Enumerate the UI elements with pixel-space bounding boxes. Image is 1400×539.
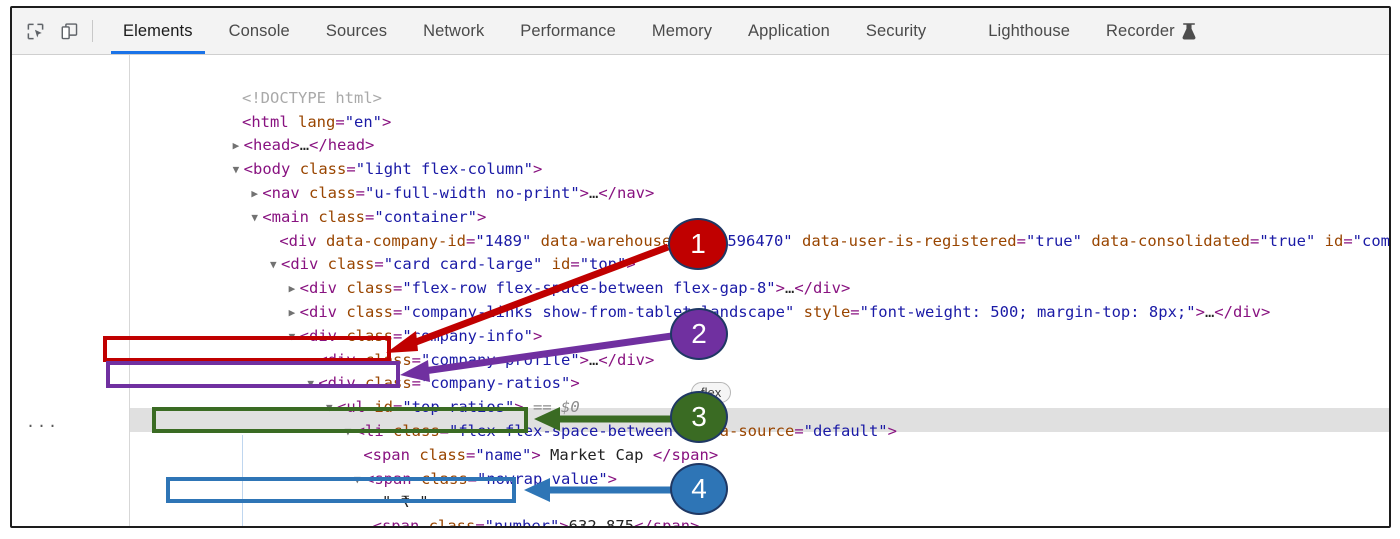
dom-line-head-text: <head>…</head> — [243, 136, 375, 155]
flask-glyph — [1182, 22, 1196, 39]
more-options-ellipsis-button[interactable]: ... — [26, 413, 60, 433]
twisty-collapsed-nav-icon[interactable]: ▶ — [251, 186, 258, 200]
dom-line-company-info-div[interactable]: <div data-company-id="1489" data-warehou… — [130, 206, 1389, 250]
twisty-expanded-ratios-icon[interactable]: ▼ — [307, 377, 314, 391]
dom-line-html[interactable]: <html lang="en"> — [130, 87, 1389, 131]
tab-performance-label: Performance — [520, 21, 616, 40]
tab-network[interactable]: Network — [405, 8, 502, 54]
dom-line-flex-row[interactable]: ▶<div class="flex-row flex-space-between… — [130, 253, 1389, 297]
tab-lighthouse-label: Lighthouse — [988, 21, 1071, 40]
ellipsis-label: ... — [26, 413, 60, 431]
dom-line-rupee-text[interactable]: " ₹ " — [130, 468, 1389, 511]
dom-tree: <!DOCTYPE html> <html lang="en"> ▶<head>… — [130, 55, 1389, 526]
twisty-collapsed-links-icon[interactable]: ▶ — [288, 305, 296, 319]
dom-line-company-info[interactable]: ▼<div class="company-info"> — [130, 301, 1389, 345]
panel-gutter — [12, 55, 130, 526]
dom-line-company-links[interactable]: ▶<div class="company-links show-from-tab… — [130, 277, 1389, 321]
tab-network-label: Network — [423, 21, 485, 40]
dom-line-main-text: <main class="container"> — [262, 207, 487, 226]
twisty-expanded-main-icon[interactable]: ▼ — [251, 210, 258, 224]
tab-memory[interactable]: Memory — [634, 8, 730, 54]
devtools-window: Elements Console Sources Network Perform… — [10, 6, 1391, 528]
toolbar-separator — [92, 20, 93, 42]
dom-line-head[interactable]: ▶<head>…</head> — [130, 111, 1389, 154]
dom-line-value-span[interactable]: ▼<span class="nowrap value"> — [130, 444, 1389, 488]
tab-memory-label: Memory — [651, 21, 713, 40]
device-toolbar-glyph — [61, 22, 77, 39]
tab-console-label: Console — [228, 21, 290, 40]
dom-line-doctype[interactable]: <!DOCTYPE html> — [130, 63, 1389, 107]
dom-line-body-text: <body class="light flex-column"> — [243, 160, 543, 179]
tab-lighthouse[interactable]: Lighthouse — [970, 8, 1088, 54]
inspect-element-icon[interactable] — [18, 14, 52, 48]
tab-application[interactable]: Application — [730, 8, 848, 54]
tab-security[interactable]: Security — [848, 8, 944, 54]
twisty-collapsed-flexrow-icon[interactable]: ▶ — [288, 282, 296, 296]
inspect-element-glyph — [27, 23, 43, 39]
dom-line-cr-text[interactable]: " Cr. " — [130, 515, 1389, 526]
tab-console[interactable]: Console — [211, 8, 308, 54]
dom-line-company-profile[interactable]: ▶<div class="company-profile">…</div> — [130, 325, 1389, 369]
tab-elements-label: Elements — [123, 21, 193, 40]
twisty-expanded-body-icon[interactable]: ▼ — [232, 163, 240, 177]
devtools-tab-strip: Elements Console Sources Network Perform… — [105, 8, 1214, 54]
twisty-collapsed-head-icon[interactable]: ▶ — [232, 139, 240, 153]
dom-line-number-span[interactable]: <span class="number">632,875</span> — [130, 491, 1389, 526]
dom-line-card[interactable]: ▼<div class="card card-large" id="top"> — [130, 230, 1389, 273]
tab-sources-label: Sources — [325, 21, 388, 40]
dom-line-number-span-text: <span class="number">632,875</span> — [373, 517, 700, 526]
tab-strip-gap — [944, 8, 970, 54]
dom-line-name-span-text: <span class="name"> Market Cap </span> — [363, 445, 719, 464]
flex-badge-label: flex — [701, 384, 722, 400]
dom-line-top-ratios-ul[interactable]: ▼<ul id="top-ratios"> == $0 — [130, 372, 1389, 416]
dom-line-nav-text: <nav class="u-full-width no-print">…</na… — [262, 183, 655, 202]
dom-line-li[interactable]: ▼<li class="flex flex-space-between" dat… — [130, 396, 1389, 440]
device-toolbar-icon[interactable] — [52, 14, 86, 48]
dom-line-body[interactable]: ▼<body class="light flex-column"> — [130, 134, 1389, 178]
dom-line-html-text: <html lang="en"> — [242, 112, 392, 131]
flask-icon — [1182, 22, 1196, 40]
selected-node-highlight — [130, 408, 1389, 432]
dom-line-doctype-text: <!DOCTYPE html> — [242, 88, 382, 107]
tab-sources[interactable]: Sources — [308, 8, 405, 54]
tab-performance[interactable]: Performance — [502, 8, 634, 54]
flex-badge[interactable]: flex — [691, 382, 732, 403]
dom-line-company-ratios[interactable]: ▼<div class="company-ratios"> — [130, 349, 1389, 392]
tab-elements[interactable]: Elements — [105, 8, 211, 54]
dom-line-nav[interactable]: ▶ <nav class="u-full-width no-print">…</n… — [130, 158, 1389, 202]
tab-application-label: Application — [748, 21, 830, 40]
devtools-toolbar: Elements Console Sources Network Perform… — [12, 8, 1389, 55]
twisty-expanded-card-icon[interactable]: ▼ — [270, 258, 277, 272]
tab-recorder[interactable]: Recorder — [1088, 8, 1214, 54]
dom-line-main[interactable]: ▼ <main class="container"> — [130, 182, 1389, 226]
dom-line-name-span[interactable]: <span class="name"> Market Cap </span> — [130, 420, 1389, 464]
elements-panel: <!DOCTYPE html> <html lang="en"> ▶<head>… — [12, 55, 1389, 526]
tab-recorder-label: Recorder — [1106, 21, 1175, 40]
tab-security-label: Security — [865, 21, 927, 40]
